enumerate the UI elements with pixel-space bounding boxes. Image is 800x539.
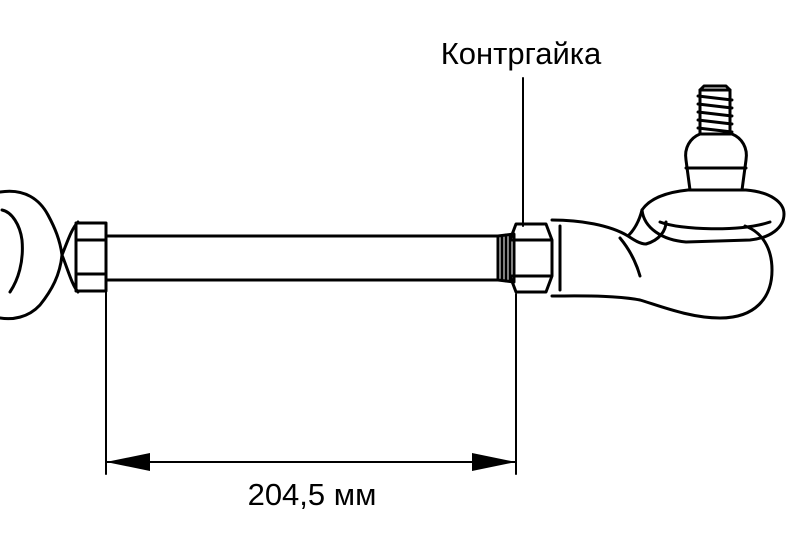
inner-nut [74,221,108,293]
locknut [508,222,554,294]
ball-stud-thread [696,84,734,136]
ball-joint-boot [640,188,786,244]
tie-rod-end-body [550,208,774,320]
locknut-label: Контргайка [441,36,602,71]
tie-rod-shaft [104,234,500,282]
bellows-boot [0,189,80,321]
dimension-arrow-left [106,453,150,471]
dimension-label: 204,5 мм [248,477,377,512]
dimension-arrow-right [472,453,516,471]
ball-stud-neck [684,132,748,192]
